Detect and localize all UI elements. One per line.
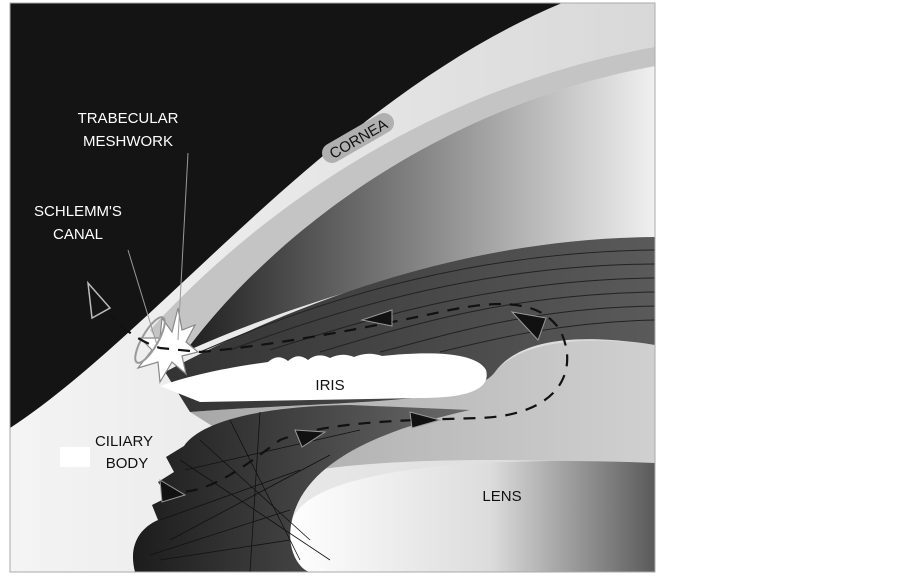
trabecular-meshwork-icon xyxy=(136,307,200,384)
label-trabecular-1: TRABECULAR xyxy=(78,110,179,127)
anterior-chamber xyxy=(185,66,655,352)
trabecular-leader-line xyxy=(177,152,189,341)
label-ciliary-2: BODY xyxy=(106,455,149,472)
label-trabecular-2: MESHWORK xyxy=(83,133,173,150)
flow-arrowheads xyxy=(86,280,547,503)
ciliary-body xyxy=(132,405,470,572)
label-lens: LENS xyxy=(482,488,521,505)
schlemm-leader-line xyxy=(127,249,158,346)
label-schlemm-2: CANAL xyxy=(53,226,103,243)
lens xyxy=(289,460,655,572)
aqueous-flow-path xyxy=(109,302,569,493)
arrowhead-icon xyxy=(159,479,187,503)
arrowhead-icon xyxy=(360,309,393,327)
label-iris: IRIS xyxy=(315,377,344,394)
arrowhead-icon xyxy=(510,311,547,341)
label-ciliary-1: CILIARY xyxy=(95,433,153,450)
ciliary-fibers xyxy=(149,411,361,572)
iris-stroma xyxy=(160,353,487,402)
arrowhead-icon xyxy=(409,411,442,429)
label-schlemm-1: SCHLEMM'S xyxy=(34,203,122,220)
outer-dark-region xyxy=(10,3,562,428)
cornea xyxy=(150,47,655,352)
label-patch xyxy=(60,447,90,467)
diagram-frame xyxy=(9,2,656,573)
arrowhead-icon xyxy=(294,429,327,448)
arrowhead-icon xyxy=(86,280,112,320)
cornea-label-bg xyxy=(322,113,394,163)
